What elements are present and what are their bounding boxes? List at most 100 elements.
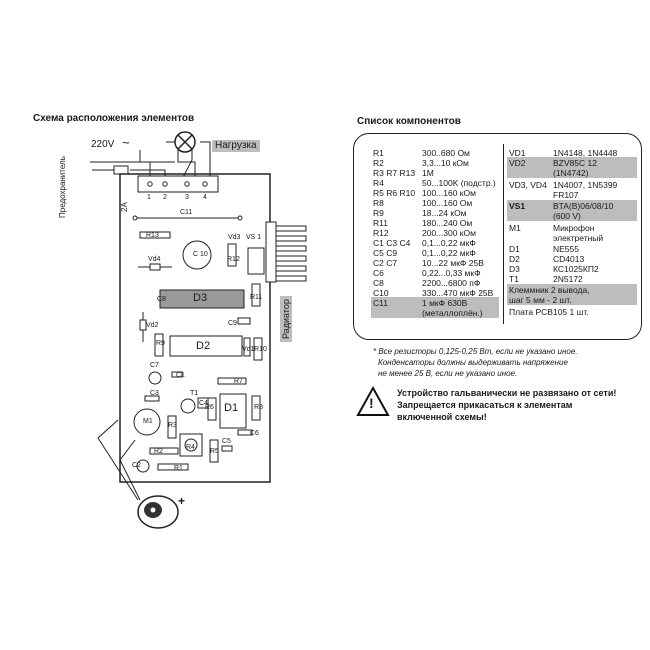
supply-voltage: 220V <box>91 139 115 150</box>
part-c4: C4 <box>199 400 208 407</box>
comp-val: NE555 <box>553 244 579 254</box>
comp-val: BZV85C 12 <box>553 158 597 168</box>
fuse-rating: 2A <box>120 202 129 212</box>
part-r2: R2 <box>154 448 163 455</box>
vs1-highlight <box>507 200 637 221</box>
warning-icon <box>356 385 390 416</box>
fuse <box>113 165 129 175</box>
comp-ref: C5 C9 <box>373 248 398 258</box>
part-r12: R12 <box>227 256 240 263</box>
comp-ref: C10 <box>373 288 389 298</box>
comp-val: 0,22...0,33 мкФ <box>422 268 481 278</box>
comp-ref: T1 <box>509 274 519 284</box>
terminal-block-line: шаг 5 мм - 2 шт. <box>509 295 572 305</box>
part-r4: R4 <box>186 444 195 451</box>
comp-val: 1М <box>422 168 434 178</box>
comp-ref: VD1 <box>509 148 526 158</box>
comp-val: 1N4007, 1N5399 <box>553 180 618 190</box>
part-t1: T1 <box>190 390 199 397</box>
comp-ref: VD2 <box>509 158 526 168</box>
layout-title: Схема расположения элементов <box>33 113 195 124</box>
component-list-divider <box>503 144 504 324</box>
note-line: не менее 25 В, если не указано иное. <box>378 369 518 378</box>
comp-val: 2200...6800 пФ <box>422 278 481 288</box>
comp-val: 10...22 мкФ 25В <box>422 258 484 268</box>
terminal-block-line: Клеммник 2 вывода, <box>509 285 590 295</box>
comp-val: CD4013 <box>553 254 585 264</box>
comp-val: 100...160 Ом <box>422 198 473 208</box>
comp-ref: C6 <box>373 268 384 278</box>
comp-val: 0,1...0,22 мкФ <box>422 248 476 258</box>
terminal-block <box>137 175 219 193</box>
part-c9: C9 <box>228 320 237 327</box>
part-vd4: Vd4 <box>148 256 161 263</box>
note-line: Конденсаторы должны выдерживать напряжен… <box>378 358 568 367</box>
terminal-block-highlight <box>507 284 637 305</box>
pcb-line: Плата PCB105 1 шт. <box>509 307 589 317</box>
comp-val: 0,1...0,22 мкФ <box>422 238 476 248</box>
comp-val: 2N5172 <box>553 274 583 284</box>
part-r9: R9 <box>156 340 165 347</box>
part-c7: C7 <box>150 362 159 369</box>
fuse-label: Предохранитель <box>58 156 67 218</box>
part-r5: R5 <box>210 448 219 455</box>
comp-ref: R12 <box>373 228 389 238</box>
comp-ref: D1 <box>509 244 520 254</box>
terminal-3: 3 <box>185 194 189 201</box>
c11-highlight <box>371 297 499 318</box>
lamp-icon <box>174 131 196 153</box>
radiator-icon <box>265 221 307 283</box>
pcb-outline <box>119 173 271 483</box>
comp-extra: (металлоплён.) <box>422 308 483 318</box>
comp-ref: R2 <box>373 158 384 168</box>
component-list-frame <box>353 133 642 340</box>
comp-val: КС1025КП2 <box>553 264 599 274</box>
comp-val: BTA(B)06/08/10 <box>553 201 614 211</box>
part-r6: R6 <box>205 404 214 411</box>
comp-ref: R4 <box>373 178 384 188</box>
part-c3: C3 <box>150 390 159 397</box>
comp-ref: R8 <box>373 198 384 208</box>
list-title: Список компонентов <box>357 116 461 127</box>
terminal-2: 2 <box>163 194 167 201</box>
part-d2: D2 <box>196 340 211 352</box>
note-line: * Все резисторы 0,125-0,25 Вт, если не у… <box>373 347 578 356</box>
comp-val: электретный <box>553 233 604 243</box>
part-d3: D3 <box>193 292 208 304</box>
part-m1: M1 <box>143 418 153 425</box>
warning-line: Устройство гальванически не развязано от… <box>397 388 617 398</box>
comp-val: 330...470 мкФ 25В <box>422 288 494 298</box>
comp-ref: R5 R6 R10 <box>373 188 416 198</box>
comp-val: 300..680 Ом <box>422 148 470 158</box>
part-vd2: Vd2 <box>146 322 159 329</box>
comp-val: Микрофон <box>553 223 595 233</box>
comp-ref: R11 <box>373 218 388 228</box>
speaker-plus: + <box>178 494 186 508</box>
part-vd1: Vd1 <box>242 346 255 353</box>
comp-ref: C11 <box>373 298 388 308</box>
part-r7: R7 <box>234 378 243 385</box>
comp-val: (1N4742) <box>553 168 589 178</box>
part-c8: C8 <box>157 296 166 303</box>
comp-ref: VD3, VD4 <box>509 180 547 190</box>
radiator-label: Радиатор <box>280 296 292 342</box>
part-c10: C 10 <box>193 251 208 258</box>
part-r8: R8 <box>254 404 263 411</box>
part-r11: R11 <box>250 294 263 301</box>
warning-line: Запрещается прикасаться к элементам <box>397 400 573 410</box>
comp-ref: VS1 <box>509 201 526 211</box>
part-c6: C6 <box>250 430 259 437</box>
supply-tilde: ~ <box>122 135 130 150</box>
comp-ref: D3 <box>509 264 520 274</box>
comp-val: 180...240 Ом <box>422 218 473 228</box>
warning-symbol: ! <box>369 395 374 411</box>
comp-val: 3,3...10 кОм <box>422 158 469 168</box>
part-c1: C1 <box>176 372 185 379</box>
part-r10: R10 <box>254 346 267 353</box>
comp-val: FR107 <box>553 190 579 200</box>
comp-val: 100...160 кОм <box>422 188 476 198</box>
vd2-highlight <box>507 157 637 178</box>
comp-val: 18...24 кОм <box>422 208 467 218</box>
speaker-icon <box>137 495 179 529</box>
